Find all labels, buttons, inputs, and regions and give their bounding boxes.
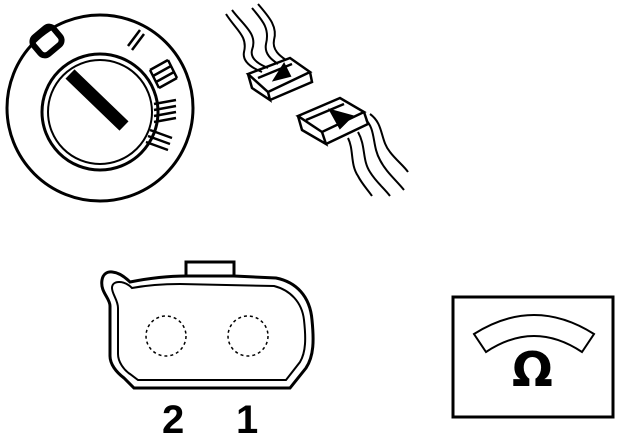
switch-inner-ring [40, 52, 160, 172]
lower-wire-1 [365, 119, 405, 191]
switch-position-0-mark [29, 23, 65, 59]
upper-arrow [271, 61, 292, 82]
ohmmeter-scale-arc [472, 314, 596, 354]
ohmmeter-frame [451, 295, 615, 419]
pin-1-socket [227, 315, 269, 357]
ohm-symbol: Ω [512, 342, 553, 398]
connector-plugs-icon [225, 3, 409, 197]
ohmmeter-icon [451, 295, 615, 419]
connector-top-tab [184, 260, 236, 276]
lower-wire-2 [357, 131, 391, 197]
pin-1-label: 1 [236, 398, 259, 442]
upper-wire-4 [257, 3, 287, 61]
upper-plug [245, 56, 314, 103]
switch-inner-ring-2 [47, 59, 153, 165]
lower-plug [295, 96, 370, 147]
pin-2-socket [145, 315, 187, 357]
lower-wire-3 [369, 113, 409, 173]
switch-position-2-mark [148, 58, 179, 90]
switch-position-3-mark [145, 98, 177, 152]
connector-inner-body [110, 281, 307, 381]
upper-wire-2 [231, 9, 269, 69]
connector-face-icon [100, 260, 315, 390]
switch-position-1-mark [127, 29, 145, 51]
upper-wire-3 [251, 7, 279, 65]
ignition-switch-icon [5, 13, 195, 203]
pin-2-label: 2 [162, 398, 185, 442]
connector-outer-body [100, 270, 315, 390]
key-slot [65, 69, 129, 131]
lower-wire-4 [347, 137, 373, 197]
upper-wire-1 [225, 13, 263, 73]
switch-outer-ring [5, 13, 195, 203]
lower-arrow [327, 108, 354, 130]
